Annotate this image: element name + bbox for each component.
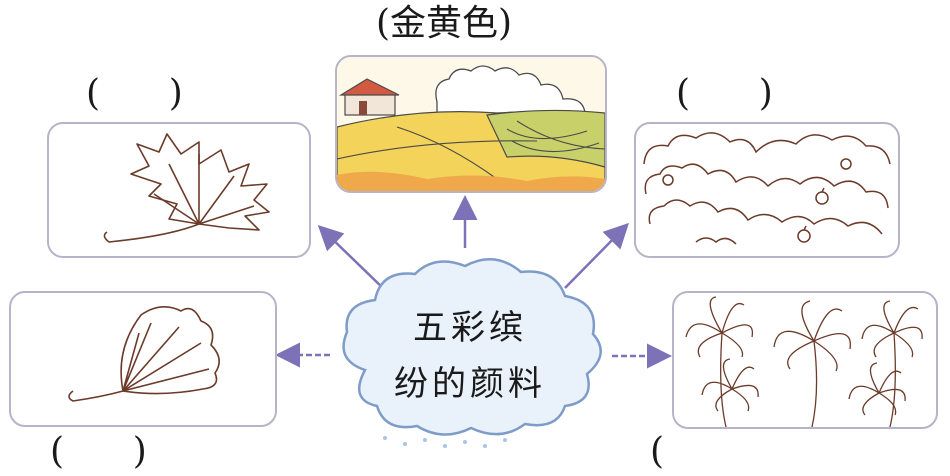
center-text-line1: 五彩缤	[413, 308, 527, 348]
tree-canopy-box	[634, 122, 900, 258]
tree-canopy-icon	[643, 132, 891, 245]
arrow-up-right	[564, 222, 630, 289]
chrysanthemum-box	[672, 291, 938, 429]
center-text-line2: 纷的颜料	[394, 364, 546, 404]
arrow-up-left	[317, 225, 386, 291]
blank-label-bottom-right[interactable]: (	[650, 431, 665, 472]
maple-leaf-box	[47, 122, 311, 258]
field-scene-box	[335, 55, 607, 193]
top-color-label: (金黄色)	[376, 3, 513, 44]
blank-label-top-left[interactable]: ( )	[86, 73, 183, 114]
maple-leaf-icon	[103, 133, 270, 243]
chrysanthemum-icon	[685, 296, 923, 427]
field-scene-icon	[337, 57, 605, 191]
blank-label-bottom-left[interactable]: ( )	[50, 431, 147, 472]
ginkgo-leaf-box	[9, 291, 277, 427]
blank-label-top-right[interactable]: ( )	[676, 73, 773, 114]
cloud-icon	[342, 258, 602, 448]
center-cloud: 五彩缤 纷的颜料	[325, 250, 615, 450]
ginkgo-leaf-icon	[68, 306, 220, 402]
